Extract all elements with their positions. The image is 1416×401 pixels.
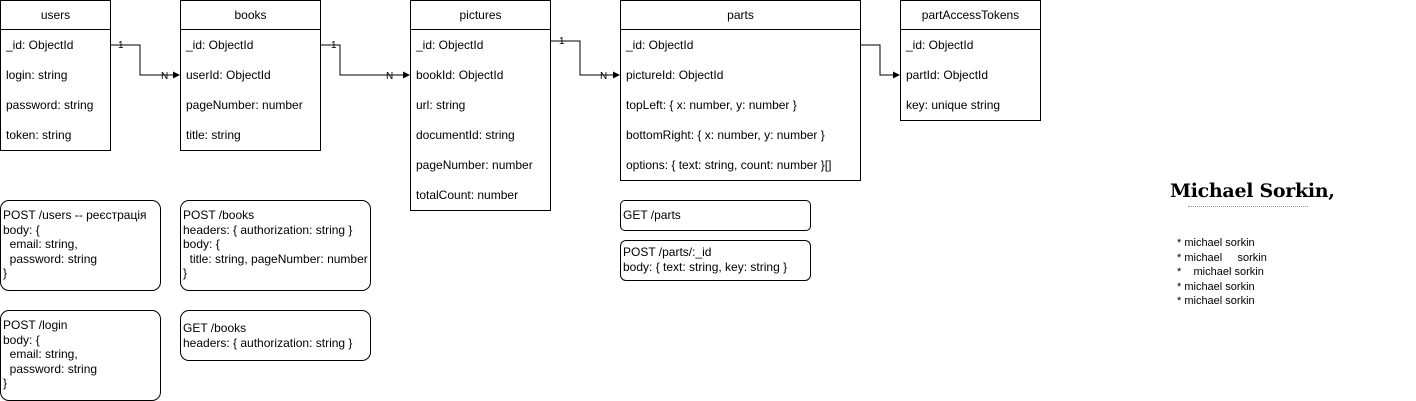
note-post-users[interactable]: POST /users -- реєстрація body: { email:…: [0, 200, 161, 291]
entity-field: password: string: [6, 98, 94, 112]
signature-underline: [1188, 206, 1308, 209]
entity-field: pageNumber: number: [416, 158, 533, 172]
edge-label-pictures-parts-from: 1: [559, 36, 565, 47]
note-post-login[interactable]: POST /login body: { email: string, passw…: [0, 310, 161, 401]
edge-label-books-pictures-to: N: [386, 71, 393, 82]
entity-field: token: string: [6, 128, 72, 142]
note-get-books[interactable]: GET /books headers: { authorization: str…: [180, 310, 371, 361]
entity-field: title: string: [186, 128, 241, 142]
entity-field: pictureId: ObjectId: [626, 68, 724, 82]
edge-label-pictures-parts-to: N: [600, 71, 607, 82]
entity-field: _id: ObjectId: [6, 38, 74, 52]
edge-label-books-pictures-from: 1: [331, 40, 337, 51]
signature-line: * michael sorkin: [1177, 295, 1255, 308]
entity-parts[interactable]: parts _id: ObjectId pictureId: ObjectId …: [620, 0, 861, 181]
note-get-parts[interactable]: GET /parts: [620, 200, 811, 231]
arrowhead-pictures-parts: [613, 71, 620, 79]
entity-field: totalCount: number: [416, 188, 519, 202]
entity-field: url: string: [416, 98, 466, 112]
entity-field: _id: ObjectId: [416, 38, 484, 52]
entity-title: partAccessTokens: [901, 1, 1040, 30]
edge-label-users-books-to: N: [161, 71, 168, 82]
entity-title: books: [181, 1, 320, 30]
entity-field: topLeft: { x: number, y: number }: [626, 98, 797, 112]
entity-field: bookId: ObjectId: [416, 68, 504, 82]
entity-field: login: string: [6, 68, 68, 82]
entity-title: parts: [621, 1, 860, 30]
entity-field: documentId: string: [416, 128, 515, 142]
entity-pictures[interactable]: pictures _id: ObjectId bookId: ObjectId …: [410, 0, 551, 211]
entity-field: _id: ObjectId: [186, 38, 254, 52]
entity-field: bottomRight: { x: number, y: number }: [626, 128, 825, 142]
entity-books[interactable]: books _id: ObjectId userId: ObjectId pag…: [180, 0, 321, 151]
note-post-parts-id[interactable]: POST /parts/:_id body: { text: string, k…: [620, 240, 811, 281]
entity-field: options: { text: string, count: number }…: [626, 158, 832, 172]
edge-users-books: [110, 44, 177, 76]
edge-parts-partaccesstokens: [860, 44, 897, 76]
signature-line: * michael sorkin: [1177, 280, 1255, 293]
entity-field: _id: ObjectId: [906, 38, 974, 52]
entity-field: partId: ObjectId: [906, 68, 989, 82]
arrowhead-books-pictures: [403, 71, 410, 79]
edge-books-pictures: [320, 44, 407, 76]
entity-field: userId: ObjectId: [186, 68, 271, 82]
entity-title: pictures: [411, 1, 550, 30]
entity-field: _id: ObjectId: [626, 38, 694, 52]
note-post-books[interactable]: POST /books headers: { authorization: st…: [180, 200, 371, 291]
signature-line: * michael sorkin: [1177, 251, 1267, 264]
edge-label-users-books-from: 1: [118, 40, 124, 51]
edge-pictures-parts: [550, 40, 617, 76]
arrowhead-parts-partaccesstokens: [893, 71, 900, 79]
signature-line: * michael sorkin: [1177, 237, 1255, 249]
entity-field: key: unique string: [906, 98, 1001, 112]
signature-list: * michael sorkin * michael sorkin * mich…: [1177, 236, 1267, 309]
entity-partaccesstokens[interactable]: partAccessTokens _id: ObjectId partId: O…: [900, 0, 1041, 121]
entity-users[interactable]: users _id: ObjectId login: string passwo…: [0, 0, 111, 151]
arrowhead-users-books: [173, 71, 180, 79]
signature-line: * michael sorkin: [1177, 266, 1264, 279]
entity-title: users: [1, 1, 110, 30]
signature-heading: Michael Sorkin,: [1170, 180, 1335, 202]
entity-field: pageNumber: number: [186, 98, 303, 112]
